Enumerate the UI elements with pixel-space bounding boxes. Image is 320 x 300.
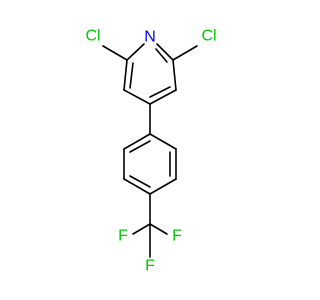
bond-c-f-right: [149, 223, 168, 235]
bond-c4-c5-double: [149, 86, 171, 98]
atom-f-right-label: F: [172, 228, 182, 245]
bond-n-c6-double: [155, 48, 168, 63]
atom-n-label: N: [144, 29, 156, 46]
atom-cl-left-label: Cl: [85, 28, 100, 45]
bond-b6-b1: [149, 133, 177, 150]
bond-c5-c6: [172, 59, 177, 91]
bond-c2-c3: [123, 59, 128, 91]
bond-b3-b4: [123, 178, 151, 195]
bond-c-f-left: [132, 223, 151, 235]
bond-n-c6: [156, 43, 174, 61]
molecule-canvas: N Cl Cl F F F: [85, 28, 216, 275]
bond-c3-c4: [123, 89, 151, 105]
bond-b3-b4-double: [129, 175, 151, 188]
atom-f-bottom-label: F: [145, 258, 155, 275]
bond-c4-c5: [149, 89, 177, 105]
bond-n-c2: [126, 43, 145, 61]
bond-b1-b2: [123, 133, 151, 150]
structure-diagram: N Cl Cl F F F: [85, 28, 216, 275]
bond-c6-cl: [172, 45, 198, 61]
bond-c2-cl: [102, 45, 128, 61]
atom-f-left-label: F: [118, 228, 128, 245]
atom-cl-right-label: Cl: [201, 28, 216, 45]
bond-b4-b5: [149, 178, 177, 195]
bond-b1-b2-double: [129, 140, 151, 153]
bond-c2-c3-double: [129, 62, 134, 89]
atom-labels: N Cl Cl F F F: [85, 28, 216, 275]
bonds: [102, 43, 198, 258]
